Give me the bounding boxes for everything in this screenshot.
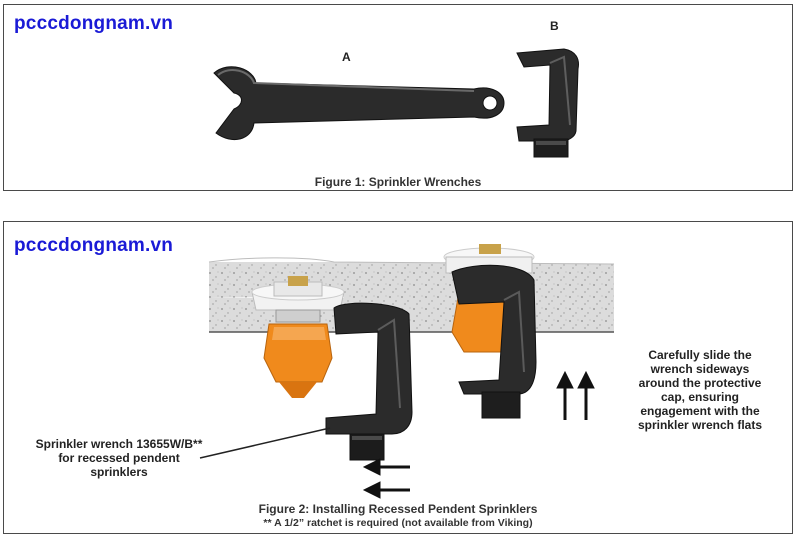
callout-leader-line (199, 427, 331, 459)
instruction-line-4: cap, ensuring (660, 390, 740, 404)
label-a: A (342, 50, 351, 64)
sprinkler-wrench-b (516, 48, 579, 158)
instruction-line-6: sprinkler wrench flats (637, 418, 763, 432)
figure-1-panel: pcccdongnam.vn A B Figure 1: Sprinkler W… (3, 4, 793, 191)
installation-illustration (199, 244, 615, 499)
slide-left-arrows (362, 458, 410, 499)
instruction-line-3: around the protective (638, 376, 762, 390)
wrench-callout: Sprinkler wrench 13655W/B** for recessed… (34, 437, 204, 479)
watermark-text: pcccdongnam.vn (14, 13, 174, 34)
wrench-callout-line-1: Sprinkler wrench 13655W/B** (35, 437, 203, 451)
watermark-text-2: pcccdongnam.vn (14, 235, 174, 256)
right-wrench (451, 264, 537, 419)
open-end-wrench-a (213, 66, 505, 141)
left-wrench (325, 302, 413, 461)
label-b: B (550, 19, 559, 33)
figure-1-caption: Figure 1: Sprinkler Wrenches (314, 175, 482, 189)
figure-2-note: ** A 1/2” ratchet is required (not avail… (263, 517, 533, 529)
push-up-arrows (556, 370, 595, 420)
instruction-line-1: Carefully slide the (648, 348, 752, 362)
wrench-callout-line-3: sprinklers (90, 465, 148, 479)
left-sprinkler (251, 276, 345, 398)
figure-2-caption: Figure 2: Installing Recessed Pendent Sp… (258, 502, 538, 516)
instruction-line-5: engagement with the (640, 404, 760, 418)
wrenches-illustration (213, 48, 579, 158)
figure-2-panel: pcccdongnam.vn (3, 221, 793, 534)
instruction-callout: Carefully slide the wrench sideways arou… (616, 348, 784, 432)
instruction-line-2: wrench sideways (650, 362, 750, 376)
wrench-callout-line-2: for recessed pendent (58, 451, 180, 465)
